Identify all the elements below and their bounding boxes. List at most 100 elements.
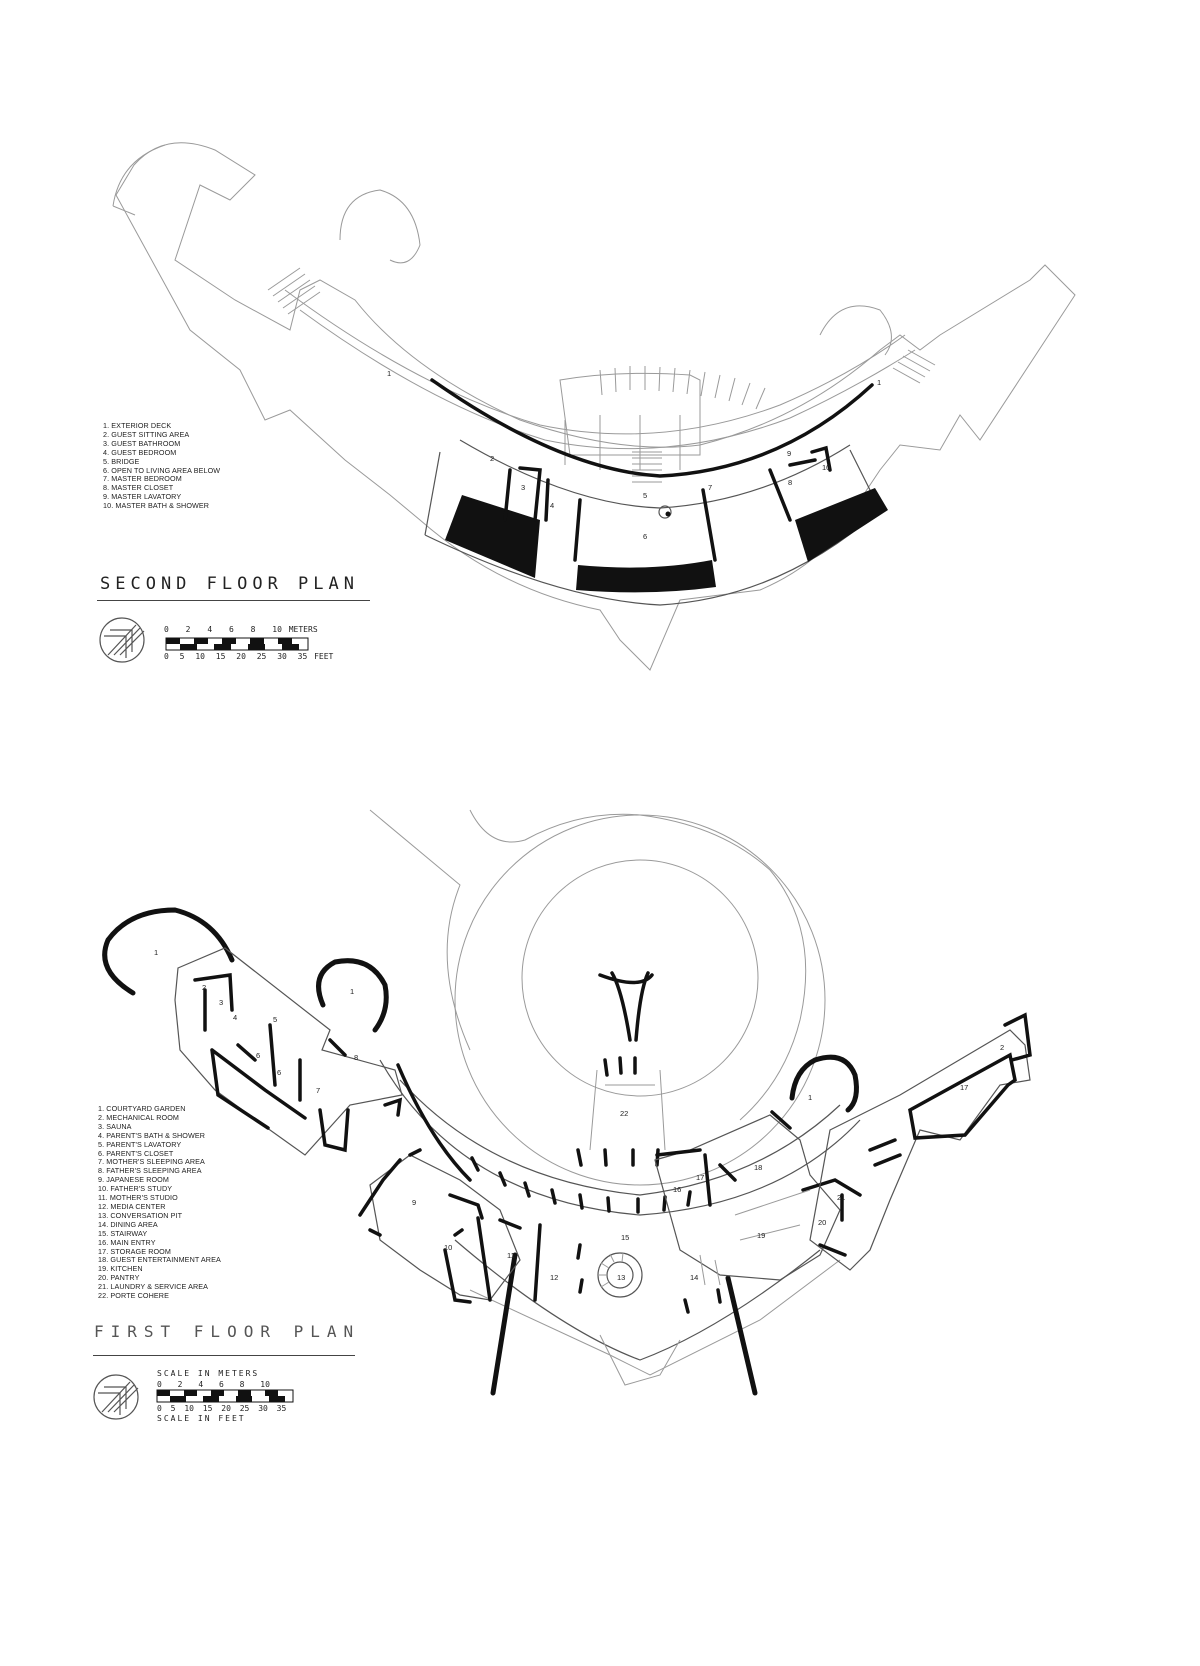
second-floor-title: SECOND FLOOR PLAN (100, 574, 359, 594)
room-number: 6 (277, 1068, 281, 1077)
first-floor-living-enclosure (454, 1239, 821, 1361)
room-number: 5 (643, 491, 647, 500)
room-number: 20 (818, 1218, 826, 1227)
room-number: 8 (788, 478, 792, 487)
first-floor-main-curved-wall (399, 1079, 841, 1196)
room-number: 10 (822, 463, 830, 472)
first-floor-garden-wall-right (789, 1054, 859, 1113)
first-floor-conversation-pit (597, 1252, 653, 1298)
second-floor-north-arrow (99, 617, 145, 663)
legend-item: 11. MOTHER'S STUDIO (98, 1193, 178, 1203)
first-floor-plan: 1 1 1 2 2 3 4 5 6 6 7 8 9 10 11 12 13 14… (93, 809, 1032, 1420)
room-number: 10 (444, 1243, 452, 1252)
room-number: 7 (708, 483, 712, 492)
first-floor-garden-wall-left (102, 907, 235, 996)
second-floor-plan: 1 1 2 3 4 5 6 7 8 9 10 (99, 142, 1076, 671)
first-floor-porte-cochere-wall (598, 971, 654, 1042)
legend-item: 4. PARENT'S BATH & SHOWER (98, 1130, 206, 1140)
second-floor-void-right (795, 488, 888, 562)
legend-item: 1. COURTYARD GARDEN (98, 1104, 186, 1113)
room-number: 9 (412, 1198, 416, 1207)
first-floor-turnaround-outer (454, 814, 826, 1186)
second-floor-deck-curve-mid (339, 189, 421, 264)
legend-item: 5. BRIDGE (103, 456, 140, 466)
first-floor-scale-title-meters: SCALE IN METERS (157, 1369, 260, 1378)
room-number: 3 (521, 483, 525, 492)
room-number: 3 (219, 998, 223, 1007)
legend-item: 21. LAUNDRY & SERVICE AREA (98, 1282, 209, 1292)
room-number: 6 (256, 1051, 260, 1060)
first-floor-splayed-wall-left (490, 1252, 518, 1396)
second-floor-deck-curve-right (819, 305, 892, 356)
legend-item: 9. MASTER LAVATORY (103, 492, 182, 502)
room-number: 2 (1000, 1043, 1004, 1052)
legend-item: 1. EXTERIOR DECK (103, 421, 172, 430)
legend-item: 13. CONVERSATION PIT (98, 1210, 183, 1220)
first-floor-east-wing (809, 1029, 1031, 1271)
second-floor-legend: 1. EXTERIOR DECK 2. GUEST SITTING AREA 3… (103, 421, 221, 511)
legend-item: 6. OPEN TO LIVING AREA BELOW (103, 465, 221, 475)
room-number: 1 (877, 378, 881, 387)
second-floor-void-center (576, 560, 716, 593)
legend-item: 2. GUEST SITTING AREA (103, 429, 190, 439)
second-floor-site-outline (115, 142, 1076, 671)
room-number: 7 (316, 1086, 320, 1095)
room-number: 4 (233, 1013, 237, 1022)
room-number: 5 (273, 1015, 277, 1024)
legend-item: 15. STAIRWAY (98, 1228, 148, 1238)
room-number: 1 (154, 948, 158, 957)
legend-item: 2. MECHANICAL ROOM (98, 1112, 180, 1122)
legend-item: 7. MASTER BEDROOM (103, 474, 182, 484)
legend-item: 5. PARENT'S LAVATORY (98, 1139, 182, 1149)
legend-item: 3. SAUNA (98, 1121, 132, 1131)
legend-item: 20. PANTRY (98, 1273, 140, 1283)
room-number: 1 (387, 369, 391, 378)
room-number: 1 (808, 1093, 812, 1102)
first-floor-turnaround-inner (521, 859, 759, 1097)
first-floor-title-rule (93, 1355, 355, 1356)
room-number: 4 (550, 501, 554, 510)
legend-item: 17. STORAGE ROOM (98, 1246, 171, 1256)
first-floor-garden-wall-mid (316, 958, 389, 1033)
legend-item: 8. FATHER'S SLEEPING AREA (98, 1166, 202, 1176)
room-number: 8 (354, 1053, 358, 1062)
legend-item: 6. PARENT'S CLOSET (98, 1148, 174, 1158)
second-floor-void-left (445, 495, 540, 578)
room-number: 6 (643, 532, 647, 541)
legend-item: 9. JAPANESE ROOM (98, 1175, 169, 1185)
legend-item: 8. MASTER CLOSET (103, 483, 174, 493)
first-floor-legend: 1. COURTYARD GARDEN 2. MECHANICAL ROOM 3… (98, 1104, 221, 1301)
first-floor-scale-meters: 0 2 4 6 8 10 (157, 1380, 270, 1389)
first-floor-title: FIRST FLOOR PLAN (94, 1322, 361, 1341)
second-floor-scale-meters: 0 2 4 6 8 10 METERS (164, 625, 318, 634)
first-floor-scale-title-feet: SCALE IN FEET (157, 1414, 246, 1423)
room-number: 14 (690, 1273, 698, 1282)
second-floor-scale-feet: 0 5 10 15 20 25 30 35 FEET (164, 652, 334, 661)
first-floor-scale-feet: 0 5 10 15 20 25 30 35 (157, 1404, 287, 1413)
room-number: 21 (837, 1193, 845, 1202)
room-number: 18 (754, 1163, 762, 1172)
legend-item: 14. DINING AREA (98, 1219, 158, 1229)
room-number: 9 (787, 449, 791, 458)
room-number: 1 (350, 987, 354, 996)
first-floor-driveway (369, 809, 807, 1121)
room-number: 17 (960, 1083, 968, 1092)
room-number: 13 (617, 1273, 625, 1282)
room-number: 22 (620, 1109, 628, 1118)
second-floor-scale-bar (165, 637, 309, 651)
room-number: 11 (507, 1251, 515, 1260)
room-number: 12 (550, 1273, 558, 1282)
first-floor-splayed-wall-right (725, 1275, 758, 1396)
legend-item: 12. MEDIA CENTER (98, 1201, 166, 1211)
legend-item: 10. MASTER BATH & SHOWER (103, 501, 210, 511)
room-number: 15 (621, 1233, 629, 1242)
legend-item: 10. FATHER'S STUDY (98, 1184, 173, 1194)
first-floor-west-wing (174, 947, 403, 1156)
legend-item: 22. PORTE COHERE (98, 1291, 169, 1301)
second-floor-column (658, 505, 672, 519)
legend-item: 16. MAIN ENTRY (98, 1237, 156, 1247)
room-number: 19 (757, 1231, 765, 1240)
legend-item: 18. GUEST ENTERTAINMENT AREA (98, 1255, 221, 1265)
second-floor-deck-curve-left (112, 144, 166, 216)
room-number: 17 (696, 1173, 704, 1182)
